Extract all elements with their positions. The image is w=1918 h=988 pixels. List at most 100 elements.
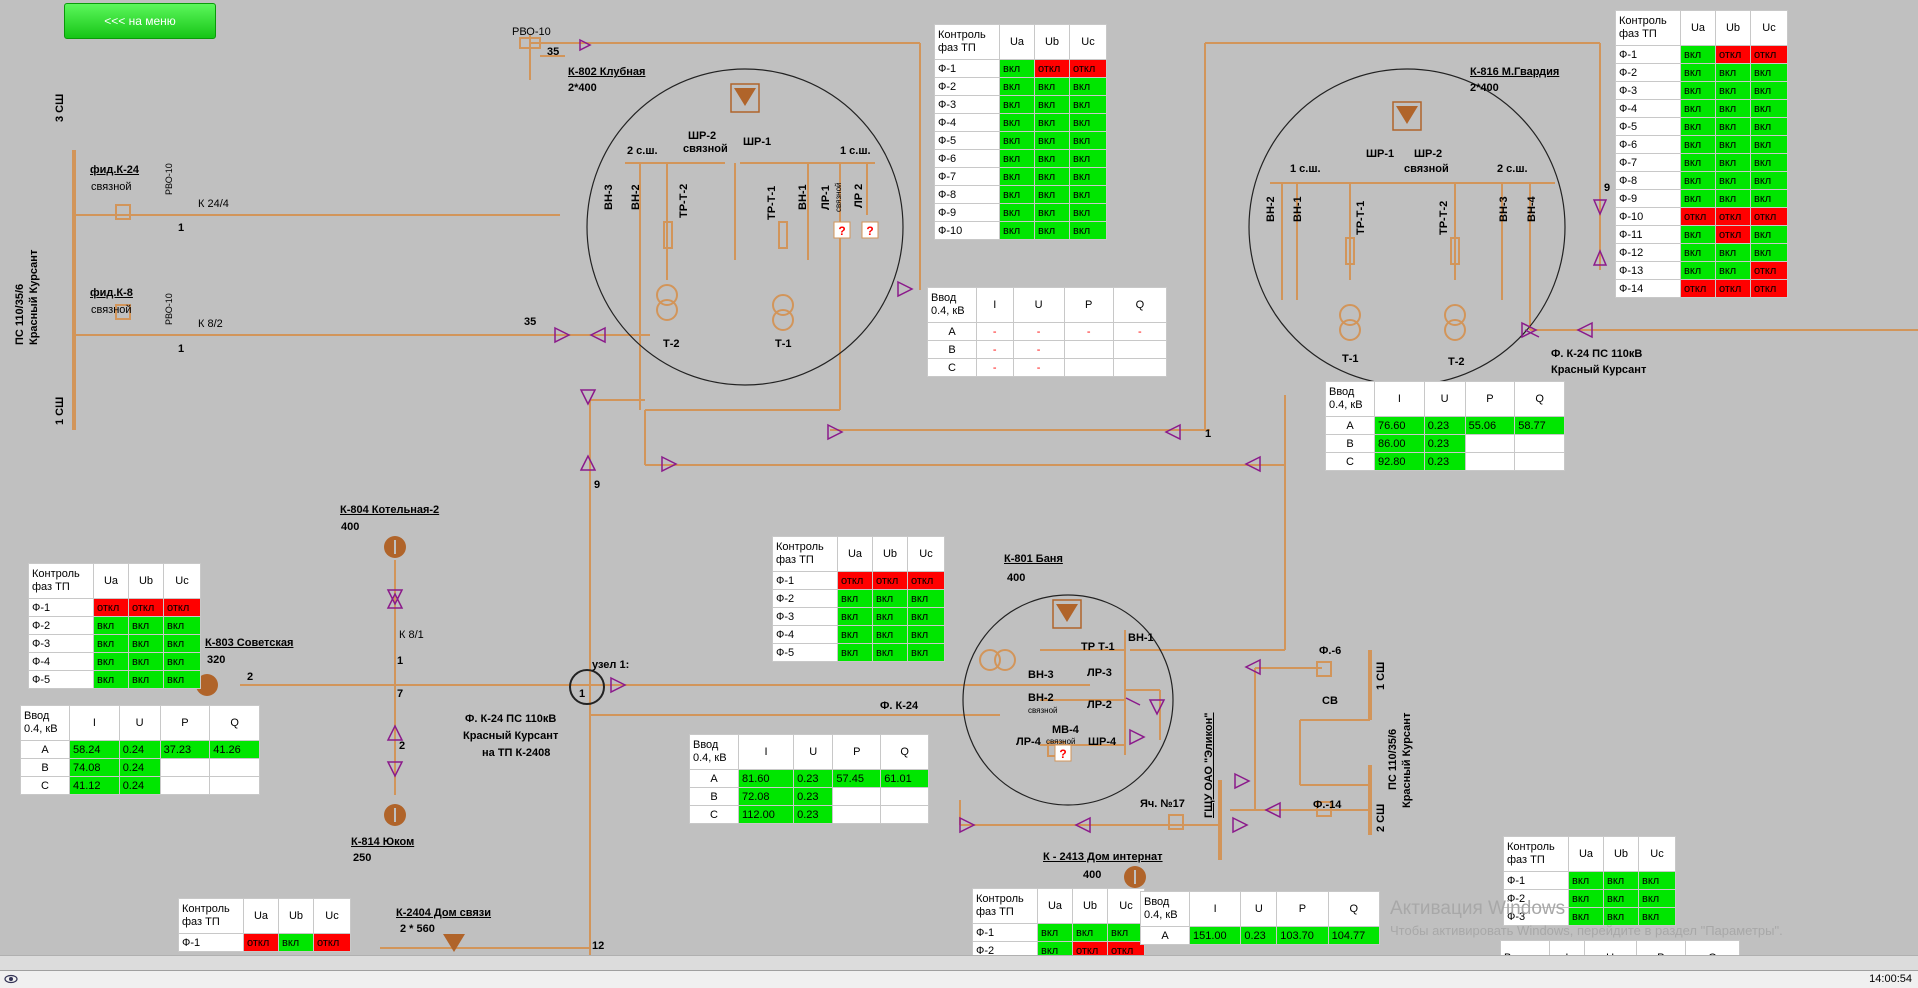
k804-title[interactable]: К-804 Котельная-2 [340,504,440,516]
phase-status-cell: вкл [1069,131,1107,150]
header-cell: U [1240,891,1278,927]
feeder-k8-sub: связной [91,304,132,316]
phase-status-cell: вкл [128,670,164,689]
feeder-cell: Ф-8 [934,185,1000,204]
feeder-cell: Ф-3 [772,607,838,626]
measurement-cell [832,805,882,824]
phase-status-cell: вкл [1750,243,1788,262]
switch-label: ВН-4 [1526,196,1538,222]
measurement-cell [209,776,260,795]
header-cell: Uc [1107,888,1145,924]
measurement-cell [880,787,929,806]
phase-status-cell: откл [313,933,351,952]
header-cell: Ua [1568,836,1604,872]
measurement-cell: 74.08 [69,758,120,777]
k802-capacity: 2*400 [568,82,597,94]
phase-status-cell: вкл [1715,135,1751,154]
phase-status-cell: вкл [128,652,164,671]
measurement-cell: 112.00 [737,805,795,824]
k802-title[interactable]: К-802 Клубная [568,66,646,78]
measurement-cell: 0.23 [793,769,834,788]
header-cell: Контроль фаз ТП [28,563,94,599]
phase-status-cell: вкл [999,185,1035,204]
switch-sub: связной [1046,737,1076,746]
phase-status-cell: вкл [1750,153,1788,172]
gshu-label[interactable]: ГЩУ ОАО "Эликон" [1203,712,1215,819]
measurement-cell: - [1112,322,1168,341]
phase-status-cell: вкл [1750,171,1788,190]
phase-status-cell: откл [1680,279,1716,298]
k8-1-label: К 8/1 [399,629,424,641]
back-to-menu-button[interactable]: <<< на меню [64,3,216,39]
feeder-cell: Ф-3 [1503,907,1569,926]
switch-label: ТР-Т-2 [678,183,690,218]
k801-title[interactable]: К-801 Баня [1004,553,1063,565]
feeder-cell: Ф-2 [28,616,94,635]
phase-status-cell: вкл [1037,923,1073,942]
switch-label: МВ-4 [1052,724,1079,736]
k2404-title[interactable]: К-2404 Дом связи [396,907,492,919]
feeder-k24-label[interactable]: фид.К-24 [90,164,140,176]
phase-status-cell: вкл [872,607,908,626]
phase-status-cell: вкл [1680,99,1716,118]
phase-status-cell: вкл [1069,167,1107,186]
status-bar: 14:00:54 [0,970,1918,988]
substation-right-name: ПС 110/35/6 [1387,728,1399,790]
feeder-cell: Ф-1 [28,598,94,617]
bus-3-label: 3 СШ [54,93,66,122]
phase-status-cell: вкл [1680,189,1716,208]
measurement-cell [159,758,211,777]
header-cell: Ua [1680,10,1716,46]
feeder-k8-label[interactable]: фид.К-8 [90,287,133,299]
phase-status-cell: вкл [1568,871,1604,890]
header-cell: Контроль фаз ТП [772,536,838,572]
measurement-cell: 0.23 [1423,452,1466,471]
transformer-label: Т-2 [663,338,680,350]
k803-title[interactable]: К-803 Советская [205,637,294,649]
k816-title[interactable]: К-816 М.Гвардия [1470,66,1560,78]
measurement-cell [880,805,929,824]
measurement-cell: 37.23 [159,740,211,759]
k803-capacity: 320 [207,654,226,666]
measurement-cell: - [1012,358,1065,377]
horizontal-scrollbar[interactable] [0,955,1918,970]
measurement-cell: 103.70 [1276,926,1329,945]
measurement-cell: 0.23 [1423,416,1466,435]
phase-status-cell: вкл [872,625,908,644]
feeder-cell: Ф-2 [934,77,1000,96]
substation-right-sub: Красный Курсант [1401,712,1413,808]
number-label: 2 [247,671,254,683]
feeder-cell: Ф-3 [28,634,94,653]
phase-status-cell: откл [1034,59,1070,78]
measurement-cell: 151.00 [1188,926,1242,945]
k2413-title[interactable]: К - 2413 Дом интернат [1043,851,1163,863]
clock: 14:00:54 [1869,973,1912,985]
measurement-cell: 86.00 [1374,434,1425,453]
measurement-cell: 76.60 [1374,416,1425,435]
measurement-cell [1112,340,1168,359]
k814-title[interactable]: К-814 Юком [351,836,415,848]
measurement-cell: - [1012,340,1065,359]
k801-capacity: 400 [1007,572,1026,584]
number-label: 35 [547,46,560,58]
phase-status-cell: вкл [1680,243,1716,262]
phase-status-cell: вкл [1069,77,1107,96]
measurement-cell [1063,340,1114,359]
feeder-k24-line: Ф. К-24 [880,700,919,712]
header-cell: Uc [163,563,201,599]
phase-status-cell: вкл [1069,113,1107,132]
phase-status-cell: вкл [1680,171,1716,190]
